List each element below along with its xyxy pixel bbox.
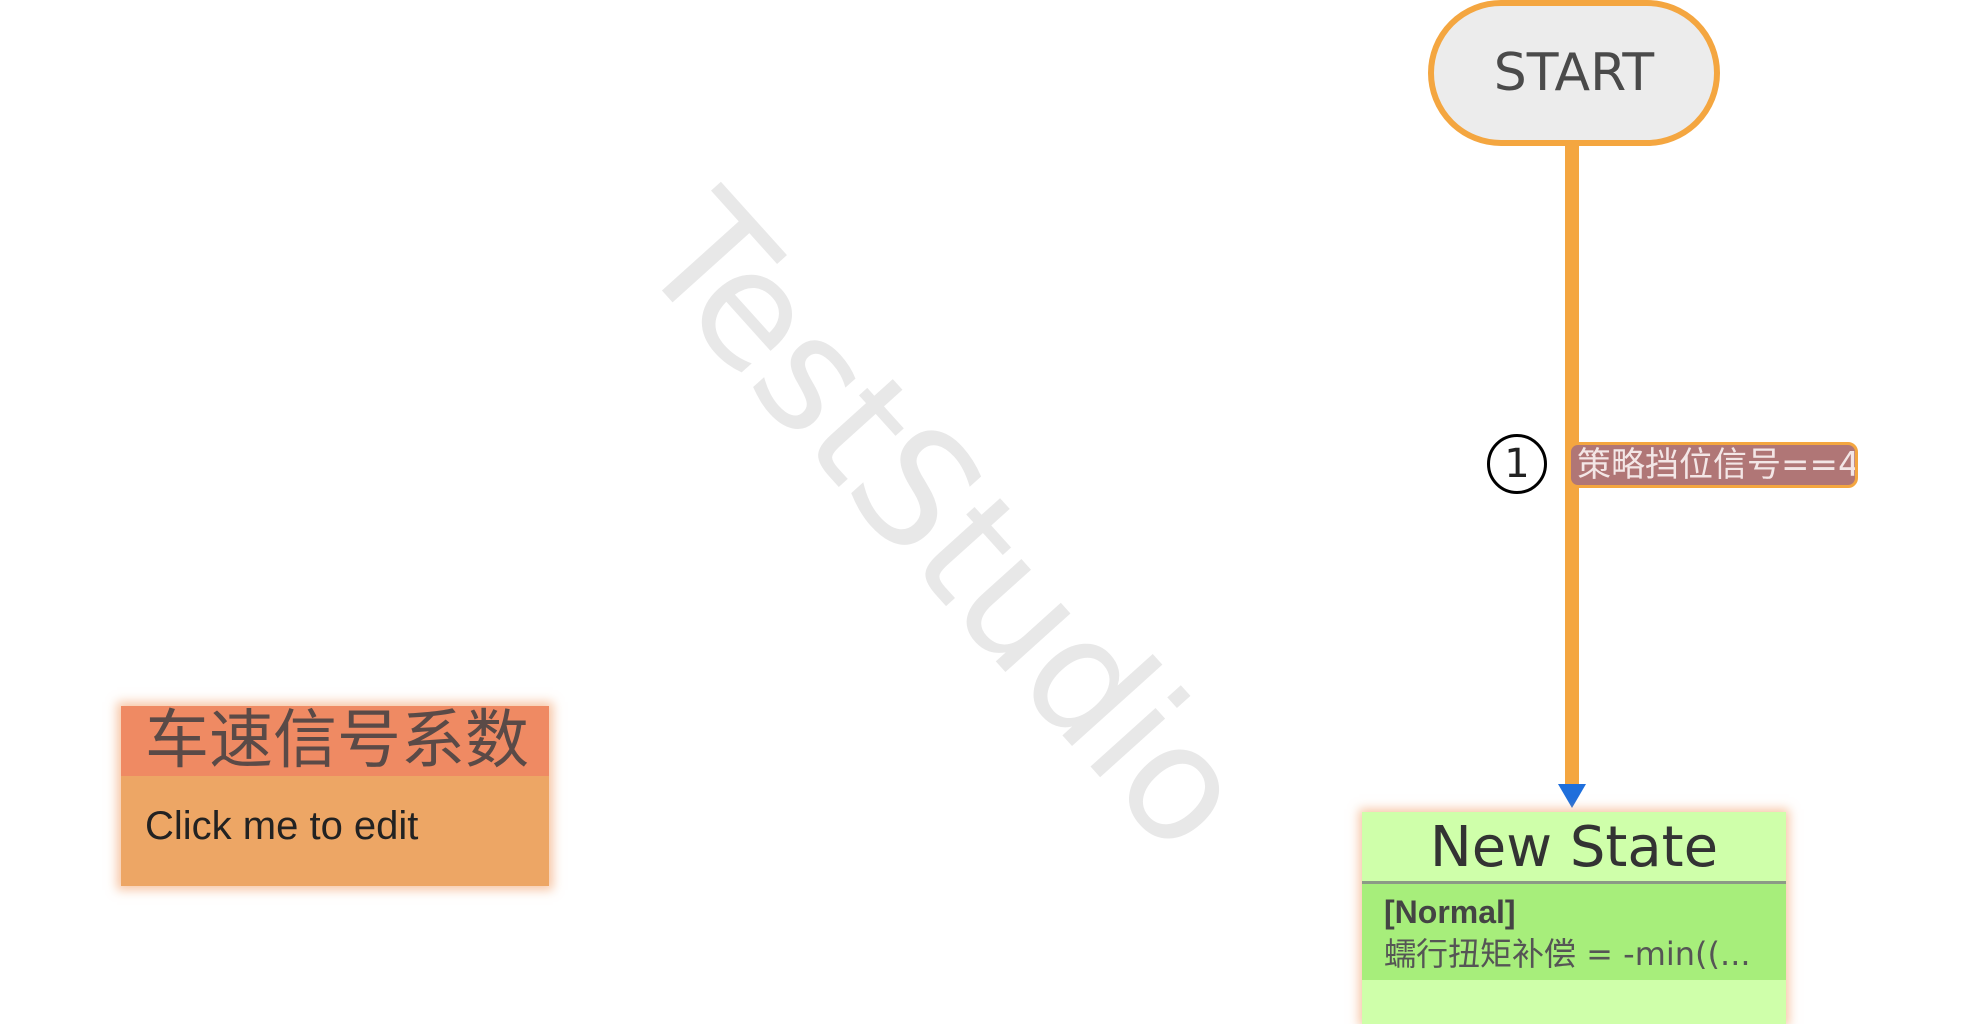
transition-order-number: 1 (1504, 441, 1530, 487)
state-name: New State (1362, 812, 1786, 884)
note-title: 车速信号系数 (121, 706, 549, 776)
state-tag: [Normal] (1384, 894, 1516, 930)
transition-order-badge: 1 (1487, 434, 1547, 494)
transition-condition-label[interactable]: 策略挡位信号==4 (1568, 442, 1858, 488)
note-card[interactable]: 车速信号系数 Click me to edit (121, 706, 549, 886)
state-action: 蠕行扭矩补偿 = -min((... (1384, 935, 1751, 973)
state-footer (1362, 980, 1786, 1024)
note-body[interactable]: Click me to edit (121, 776, 549, 886)
state-node[interactable]: New State [Normal] 蠕行扭矩补偿 = -min((... (1362, 812, 1786, 1024)
start-label: START (1493, 43, 1655, 103)
start-node[interactable]: START (1428, 0, 1720, 146)
watermark: TestStudio (606, 160, 1284, 884)
state-body: [Normal] 蠕行扭矩补偿 = -min((... (1362, 884, 1786, 980)
